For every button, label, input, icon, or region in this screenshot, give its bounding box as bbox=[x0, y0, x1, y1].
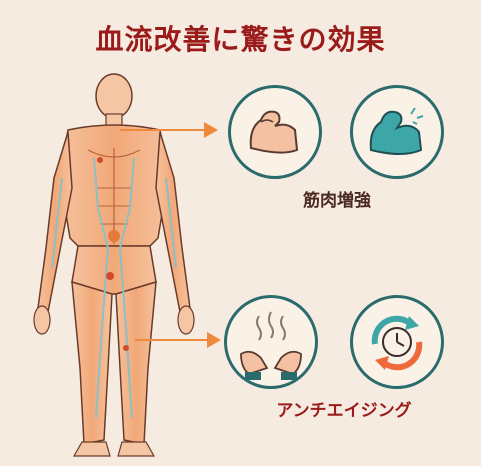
flexed-arm-icon bbox=[228, 85, 322, 179]
arrow-to-antiaging bbox=[135, 332, 221, 348]
page-title: 血流改善に驚きの効果 bbox=[95, 23, 386, 56]
antiaging-caption: アンチエイジング bbox=[276, 401, 412, 421]
clock-refresh-icon bbox=[350, 295, 444, 389]
arrow-to-muscle bbox=[120, 122, 218, 138]
strong-arm-icon bbox=[350, 85, 444, 179]
human-body-illustration bbox=[33, 73, 195, 457]
muscle-caption: 筋肉増強 bbox=[303, 191, 371, 211]
hands-steam-icon bbox=[224, 295, 318, 389]
